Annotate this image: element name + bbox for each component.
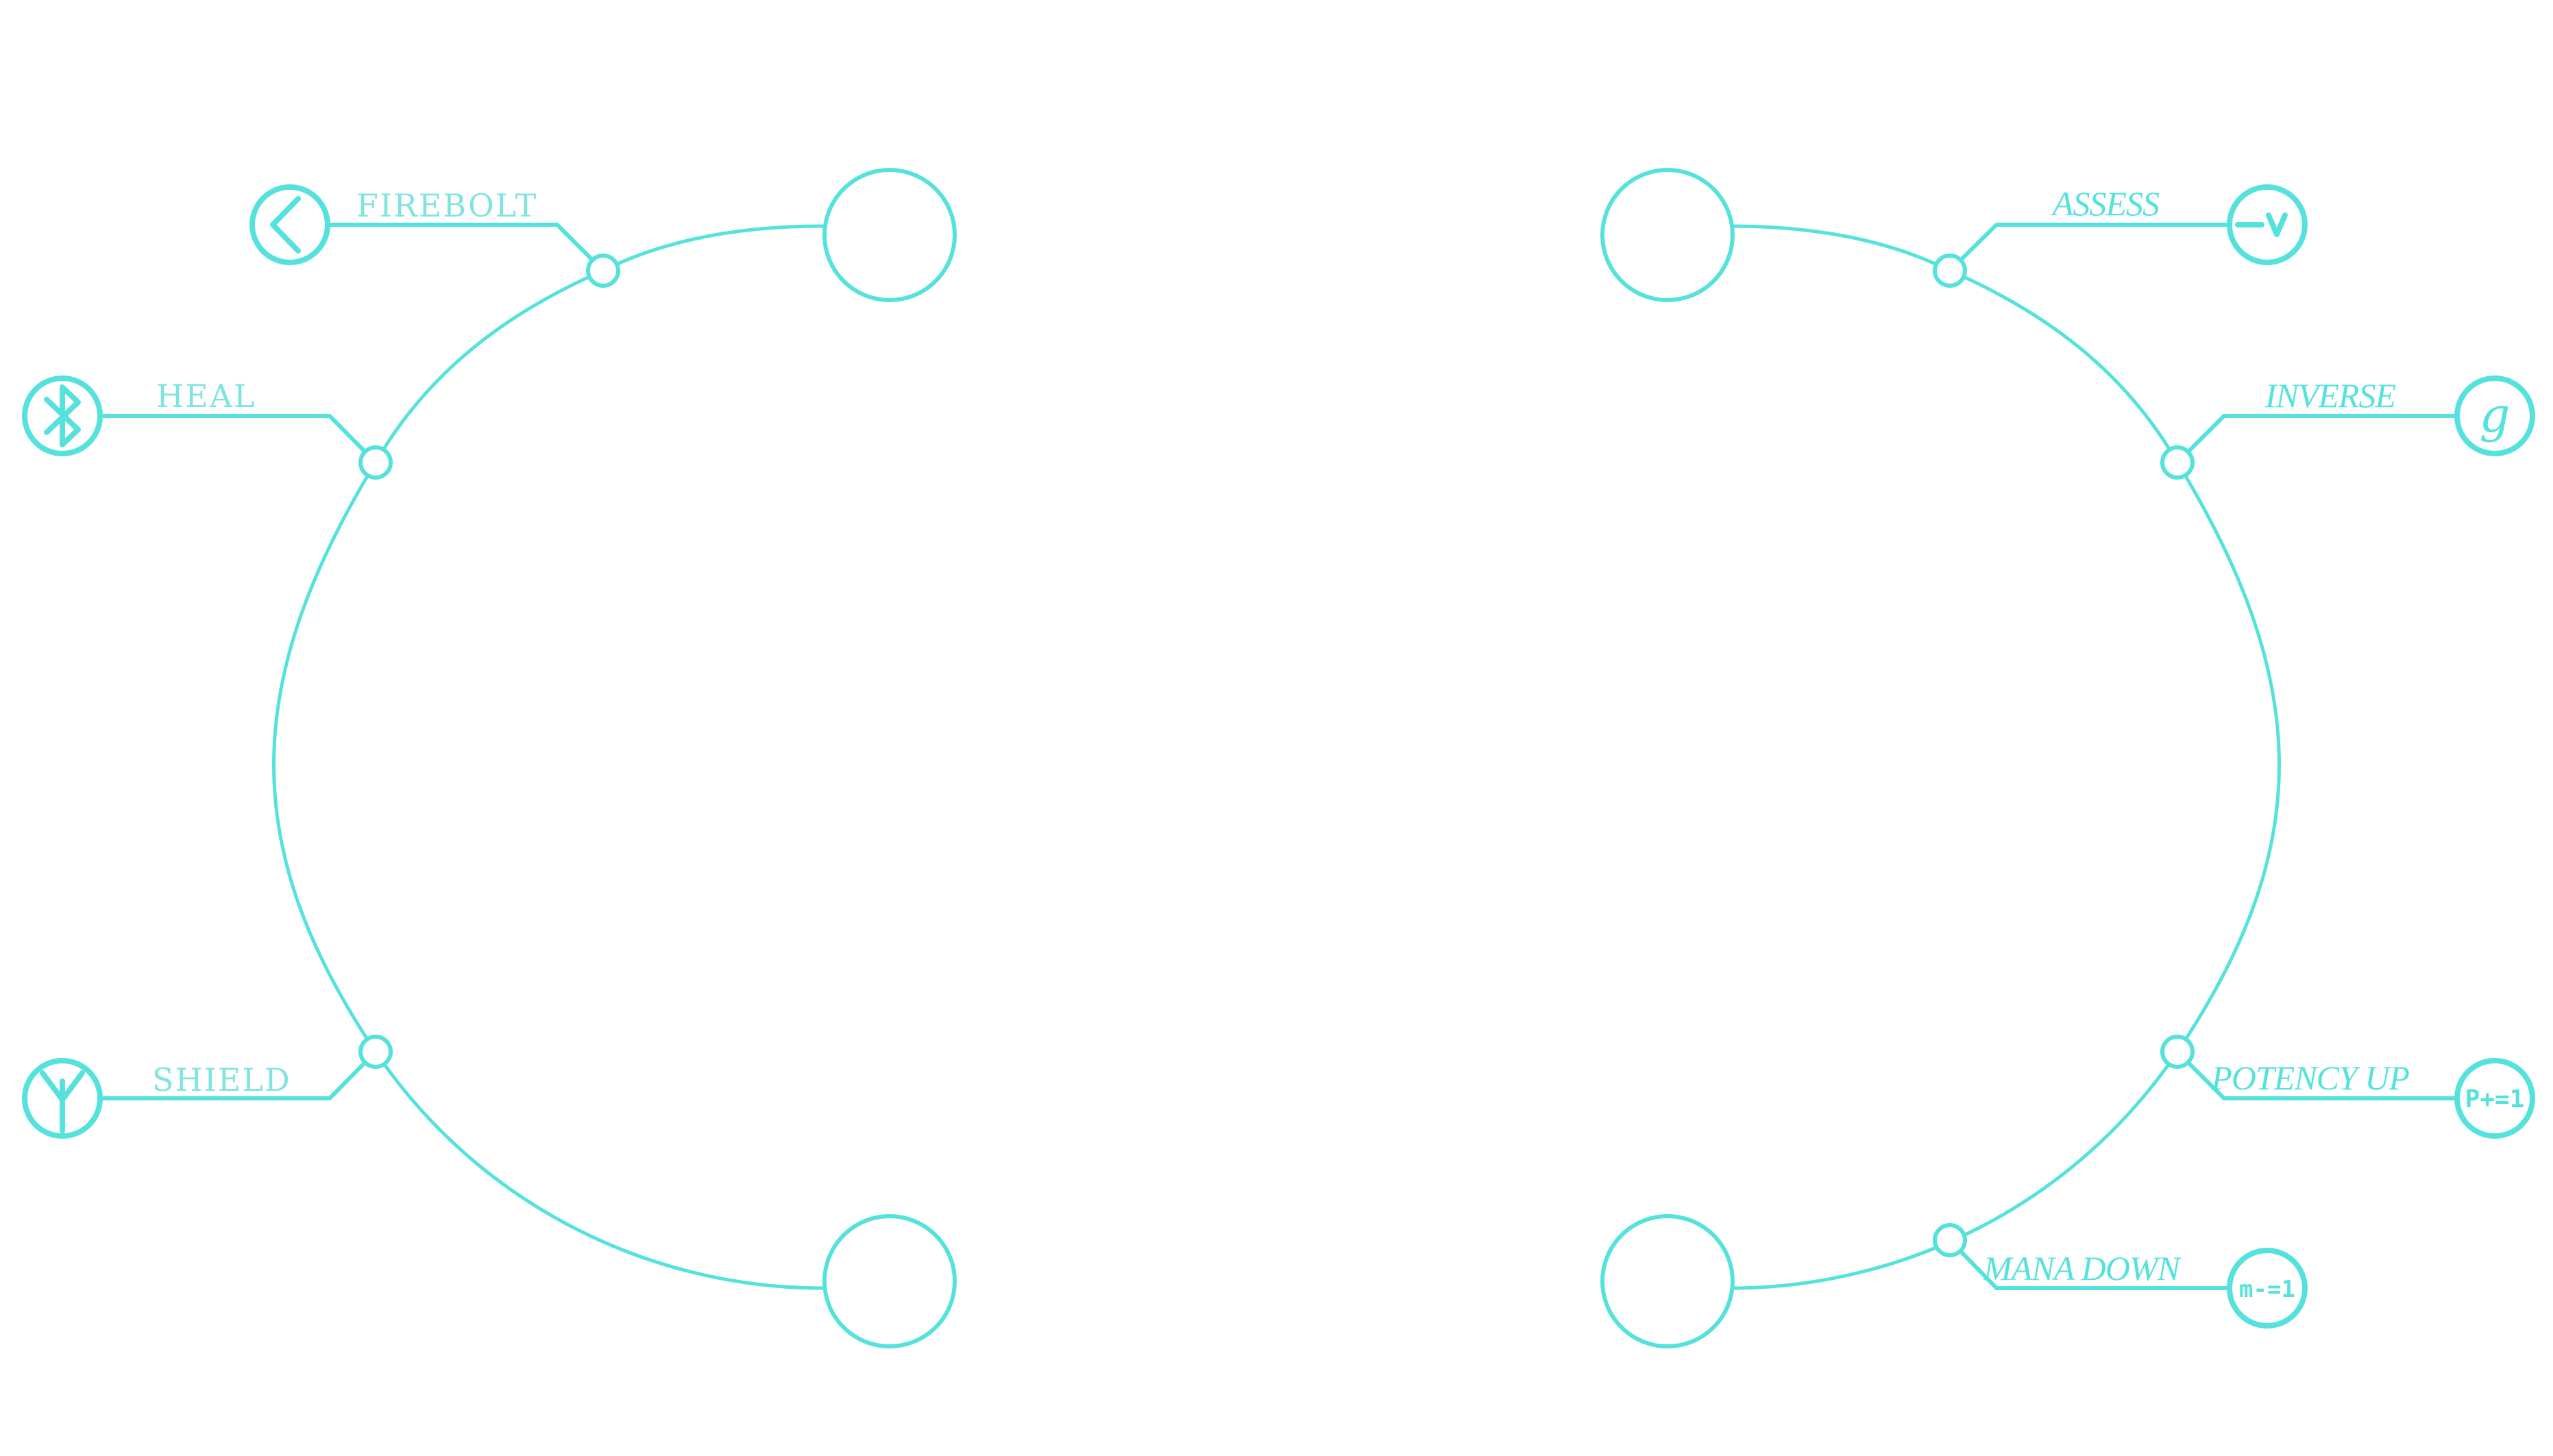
left-spell-wheel: FIREBOLT HEAL SHIELD xyxy=(22,168,957,1348)
spell-label-firebolt: FIREBOLT xyxy=(356,187,537,224)
script-g-icon: g xyxy=(2480,387,2511,443)
spell-shield[interactable]: SHIELD xyxy=(22,1035,393,1139)
mana-down-leader xyxy=(1948,1238,2229,1290)
heal-node xyxy=(358,445,393,480)
spell-label-heal: HEAL xyxy=(156,378,256,415)
algiz-rune-icon xyxy=(40,1070,85,1133)
spell-label-mana-down: MANA DOWN xyxy=(1983,1249,2182,1287)
spell-assess[interactable]: ASSESS xyxy=(1933,184,2308,288)
firebolt-icon-button[interactable] xyxy=(249,184,330,265)
assess-icon-button[interactable] xyxy=(2227,184,2308,265)
assess-node xyxy=(1933,254,1967,288)
mana-down-node xyxy=(1933,1223,1967,1257)
minus-v-icon xyxy=(2235,212,2288,237)
spell-potency-up[interactable]: POTENCY UP P+=1 xyxy=(2160,1035,2535,1139)
spell-label-inverse: INVERSE xyxy=(2264,376,2396,415)
potency-up-icon-button[interactable] xyxy=(2454,1058,2535,1139)
left-top-slot[interactable] xyxy=(822,168,957,302)
right-top-slot[interactable] xyxy=(1600,168,1735,302)
shield-node xyxy=(358,1035,393,1069)
bluetooth-rune-icon xyxy=(44,384,81,447)
heal-leader xyxy=(100,414,378,465)
spell-label-assess: ASSESS xyxy=(2051,184,2160,223)
inverse-icon-button[interactable] xyxy=(2454,375,2535,456)
potency-up-leader xyxy=(2175,1050,2457,1100)
potency-formula-icon: P+=1 xyxy=(2465,1085,2525,1113)
shield-leader xyxy=(100,1050,378,1100)
spell-firebolt[interactable]: FIREBOLT xyxy=(249,184,620,288)
right-spell-wheel: ASSESS INVERSE g POTENCY UP P+=1 xyxy=(1600,168,2535,1348)
mana-formula-icon: m-=1 xyxy=(2239,1276,2295,1303)
spell-heal[interactable]: HEAL xyxy=(22,375,393,480)
spell-inverse[interactable]: INVERSE g xyxy=(2160,375,2535,480)
right-bottom-slot[interactable] xyxy=(1600,1214,1735,1348)
chevron-left-icon xyxy=(270,196,301,254)
inverse-leader xyxy=(2175,414,2457,465)
left-wheel-arc xyxy=(272,224,824,1290)
right-wheel-arc xyxy=(1729,224,2281,1290)
firebolt-node xyxy=(586,254,620,288)
assess-leader xyxy=(1948,223,2229,273)
inverse-node xyxy=(2160,445,2195,480)
left-bottom-slot[interactable] xyxy=(822,1214,957,1348)
spell-label-potency-up: POTENCY UP xyxy=(2210,1059,2409,1097)
potency-up-node xyxy=(2160,1035,2195,1069)
firebolt-leader xyxy=(328,223,605,273)
mana-down-icon-button[interactable] xyxy=(2227,1248,2308,1329)
spell-mana-down[interactable]: MANA DOWN m-=1 xyxy=(1933,1223,2308,1329)
spell-label-shield: SHIELD xyxy=(152,1061,291,1098)
